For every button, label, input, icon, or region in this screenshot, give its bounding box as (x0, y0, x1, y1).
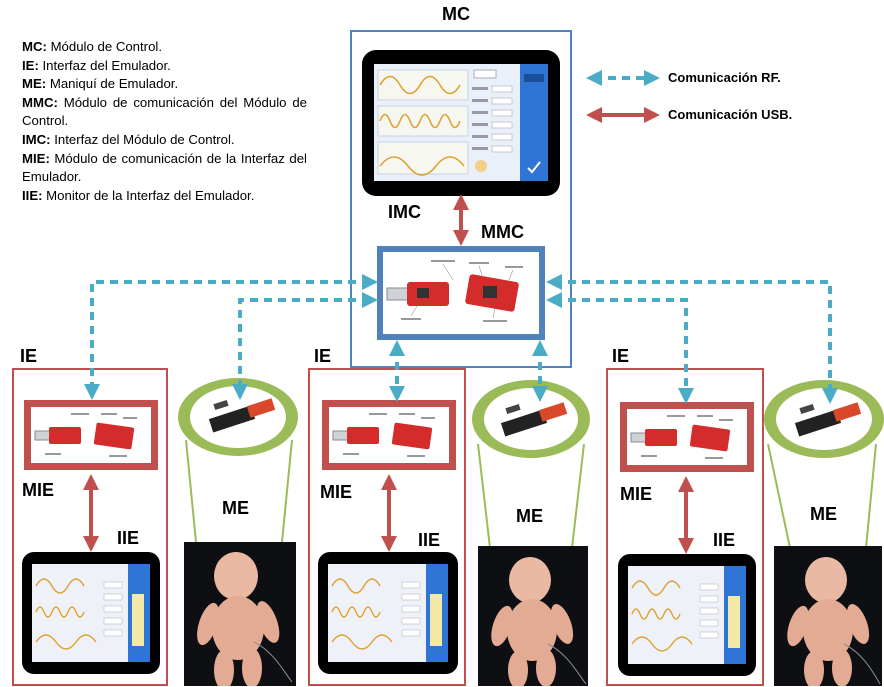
mie-board-frame-3 (620, 402, 754, 472)
me-cone-line (767, 443, 791, 549)
mie-label-3: MIE (620, 484, 653, 504)
imc-side-panel (520, 64, 548, 181)
usb-board-icon (386, 260, 523, 322)
me-label-3: ME (810, 504, 837, 524)
iie-screen-2 (328, 564, 448, 662)
waveform-icon (631, 636, 693, 652)
legend-usb-label: Comunicación USB. (668, 107, 793, 122)
usb-board-icon (34, 413, 137, 457)
def-imc: IMC: Interfaz del Módulo de Control. (22, 131, 235, 147)
doll-photo-1 (184, 542, 296, 686)
mie-board-2 (329, 407, 449, 463)
iie-label-2: IIE (418, 530, 441, 550)
waveform-icon (379, 156, 465, 176)
def-me: ME: Maniquí de Emulador. (22, 76, 179, 92)
doll-photo (478, 546, 588, 686)
doll-photo-2 (478, 546, 588, 686)
me-cone-line (281, 439, 293, 543)
me-cone-line (571, 443, 585, 549)
mie-board-frame-2 (322, 400, 456, 470)
rf-module-icon (500, 402, 568, 437)
waveform-icon (35, 606, 85, 618)
iie-tablet-3 (618, 554, 756, 676)
ie-box-2 (308, 368, 466, 686)
iie-tablet-2 (318, 552, 458, 674)
mie-label-2: MIE (320, 482, 353, 502)
iie-screen-1 (32, 564, 150, 662)
me-cone-line (865, 443, 877, 549)
rf-module-icon (794, 402, 862, 437)
def-ie: IE: Interfaz del Emulador. (22, 57, 171, 73)
waveform-icon (35, 578, 85, 594)
usb-board-icon (332, 413, 435, 457)
def-mie: MIE: Módulo de comunicación de la Interf… (22, 150, 307, 185)
mie-board-frame-1 (24, 400, 158, 470)
usb-board-icon (630, 415, 733, 459)
iie-tablet-1 (22, 552, 160, 674)
doll-photo-3 (774, 546, 882, 686)
me-cone-line (477, 443, 491, 549)
mmc-board (383, 252, 539, 334)
waveform-icon (631, 580, 681, 596)
mie-board-3 (627, 409, 747, 465)
me-label-2: ME (516, 506, 543, 526)
legend-rf-label: Comunicación RF. (668, 70, 781, 85)
me-label-1: ME (222, 498, 249, 518)
me-cone-line (185, 439, 197, 543)
me-ellipse-3 (764, 380, 884, 458)
doll-photo (184, 542, 296, 686)
iie-screen-graphics (628, 566, 746, 664)
iie-label-1: IIE (117, 528, 140, 548)
waveform-icon (35, 634, 97, 650)
mie-label-1: MIE (22, 480, 55, 500)
imc-screen-graphics (374, 64, 548, 181)
doll-photo (774, 546, 882, 686)
me-ellipse-1 (178, 378, 298, 456)
rf-module-icon (208, 398, 276, 433)
mie-board-1 (31, 407, 151, 463)
imc-screen (374, 64, 548, 181)
check-icon (527, 161, 541, 174)
settings-icon (475, 160, 487, 172)
mmc-label: MMC (481, 222, 524, 242)
iie-screen-3 (628, 566, 746, 664)
waveform-icon (379, 75, 461, 95)
ie-label-1: IE (20, 346, 38, 366)
waveform-icon (331, 606, 381, 618)
mmc-board-frame (377, 246, 545, 340)
mc-box (350, 30, 572, 368)
def-mc: MC: Módulo de Control. (22, 39, 162, 54)
def-mmc: MMC: Módulo de comunicación del Módulo d… (22, 94, 307, 129)
waveform-icon (379, 113, 461, 129)
iie-screen-graphics (32, 564, 150, 662)
waveform-icon (631, 608, 681, 620)
imc-label: IMC (388, 202, 421, 222)
me-ellipse-2 (472, 380, 590, 458)
iie-screen-graphics (328, 564, 448, 662)
imc-tablet (362, 50, 560, 196)
waveform-icon (331, 578, 381, 594)
iie-label-3: IIE (713, 530, 736, 550)
def-iie: IIE: Monitor de la Interfaz del Emulador… (22, 187, 255, 203)
mc-title: MC (442, 4, 470, 24)
definitions-list: MC: Módulo de Control. IE: Interfaz del … (22, 38, 307, 205)
waveform-icon (331, 634, 393, 650)
